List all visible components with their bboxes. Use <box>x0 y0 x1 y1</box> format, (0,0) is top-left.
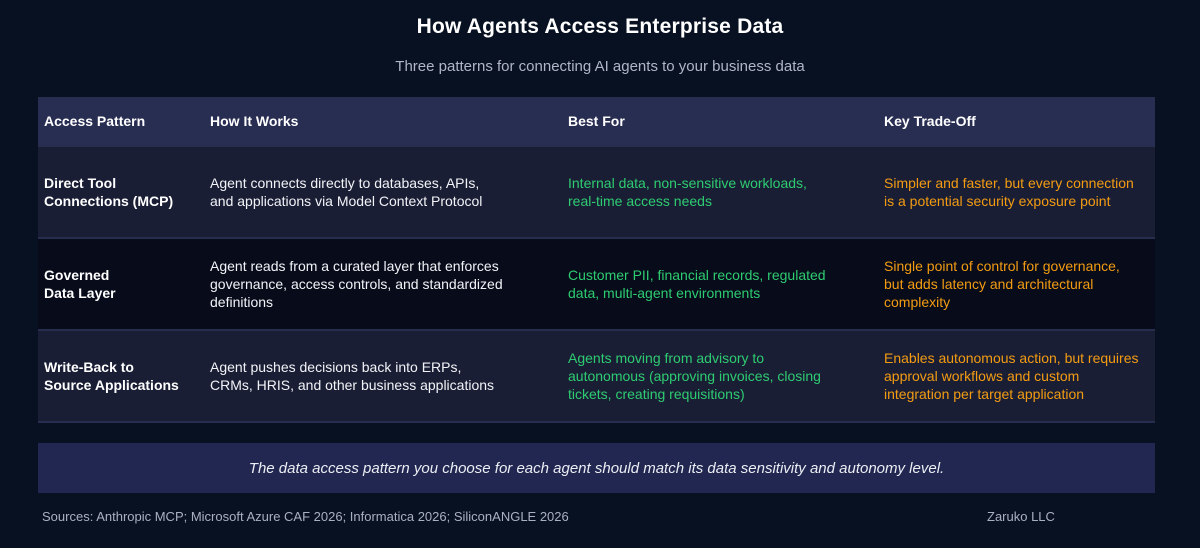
cell-access-pattern: Governed Data Layer <box>44 267 116 301</box>
callout-text: The data access pattern you choose for e… <box>248 459 945 477</box>
table-header-row: Access Pattern How It Works Best For Key… <box>38 97 1155 145</box>
table-row: Write-Back to Source Applications Agent … <box>38 329 1155 421</box>
cell-how-it-works: Agent connects directly to databases, AP… <box>210 175 483 209</box>
table-row: Direct Tool Connections (MCP) Agent conn… <box>38 145 1155 237</box>
column-header-access-pattern: Access Pattern <box>44 113 146 129</box>
cell-best-for: Agents moving from advisory to autonomou… <box>568 350 821 402</box>
sources-text: Sources: Anthropic MCP; Microsoft Azure … <box>42 509 569 524</box>
cell-key-trade-off: Single point of control for governance, … <box>884 258 1120 310</box>
cell-key-trade-off: Enables autonomous action, but requires … <box>884 350 1139 402</box>
page-title: How Agents Access Enterprise Data <box>416 15 784 38</box>
cell-how-it-works: Agent pushes decisions back into ERPs, C… <box>210 359 495 393</box>
access-patterns-table: Access Pattern How It Works Best For Key… <box>38 97 1155 423</box>
table-row: Governed Data Layer Agent reads from a c… <box>38 237 1155 329</box>
cell-how-it-works: Agent reads from a curated layer that en… <box>210 258 503 310</box>
column-header-how-it-works: How It Works <box>210 113 299 129</box>
callout-banner: The data access pattern you choose for e… <box>38 443 1155 493</box>
cell-access-pattern: Write-Back to Source Applications <box>44 359 179 393</box>
column-header-best-for: Best For <box>568 113 625 129</box>
brand-text: Zaruko LLC <box>987 509 1055 524</box>
cell-key-trade-off: Simpler and faster, but every connection… <box>884 175 1134 209</box>
page-subtitle: Three patterns for connecting AI agents … <box>395 58 805 75</box>
cell-access-pattern: Direct Tool Connections (MCP) <box>44 175 174 209</box>
cell-best-for: Internal data, non-sensitive workloads, … <box>568 175 807 209</box>
column-header-key-trade-off: Key Trade-Off <box>884 113 976 129</box>
cell-best-for: Customer PII, financial records, regulat… <box>568 267 826 301</box>
